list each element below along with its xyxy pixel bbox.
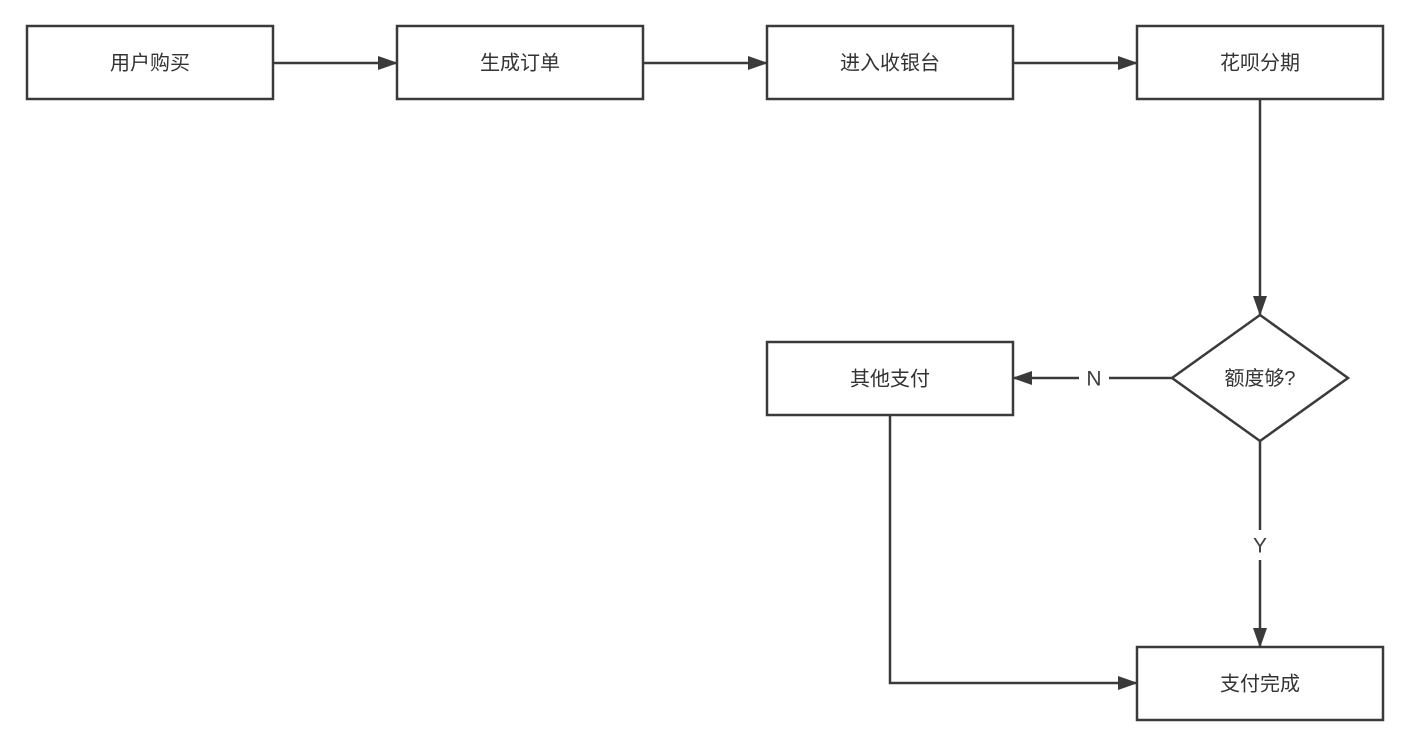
edge-decision-yes-label: Y — [1253, 534, 1267, 557]
node-enter-checkout-label: 进入收银台 — [840, 52, 940, 75]
edge-decision-no-label-bg — [1079, 363, 1109, 393]
node-other-payment-label: 其他支付 — [850, 368, 930, 391]
node-payment-complete-label: 支付完成 — [1220, 673, 1300, 696]
node-huabei-installment-label: 花呗分期 — [1220, 52, 1300, 75]
node-other-payment — [765, 340, 1015, 417]
node-enter-checkout — [765, 24, 1015, 101]
node-user-purchase-label: 用户购买 — [110, 52, 190, 75]
node-huabei-installment — [1135, 24, 1385, 101]
node-generate-order — [395, 24, 645, 101]
node-generate-order-label: 生成订单 — [480, 52, 560, 75]
edge-decision-yes-label-bg — [1245, 530, 1275, 560]
decision-quota-enough-label: 额度够? — [1224, 367, 1295, 390]
node-payment-complete — [1135, 645, 1385, 722]
decision-quota-enough — [1169, 313, 1351, 443]
edge-other-to-complete — [888, 415, 1138, 690]
node-user-purchase — [25, 24, 275, 101]
edge-decision-no-label: N — [1086, 367, 1101, 390]
